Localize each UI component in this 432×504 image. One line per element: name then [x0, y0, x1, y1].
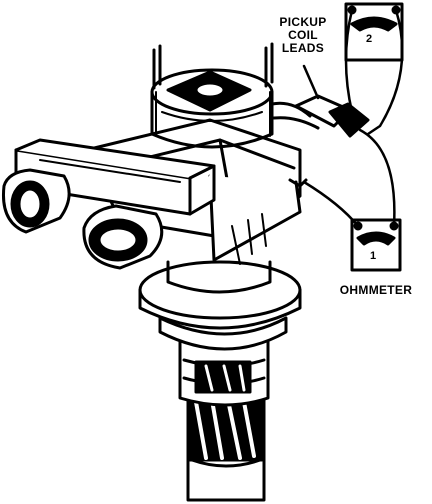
ohmmeter-1: [302, 128, 402, 272]
pickup-coil-connector: [270, 94, 370, 138]
connector-right: [82, 204, 164, 270]
ohmmeter-2: [344, 2, 404, 136]
ohmmeter-label: OHMMETER: [339, 283, 413, 297]
shaft-housing: [158, 316, 288, 407]
drive-gear: [186, 396, 266, 502]
pickup-leader-line: [302, 64, 320, 100]
connector-left: [1, 168, 71, 234]
meter-number-1: 1: [370, 250, 377, 262]
pickup-coil-leads-label: PICKUP COIL LEADS: [268, 16, 338, 55]
pickup-line-1: PICKUP: [279, 15, 327, 29]
distributor-cap: [150, 42, 274, 149]
pickup-line-3: LEADS: [281, 41, 325, 55]
base-flange: [138, 260, 302, 330]
meter-number-2: 2: [366, 33, 373, 45]
pickup-line-2: COIL: [288, 28, 318, 42]
